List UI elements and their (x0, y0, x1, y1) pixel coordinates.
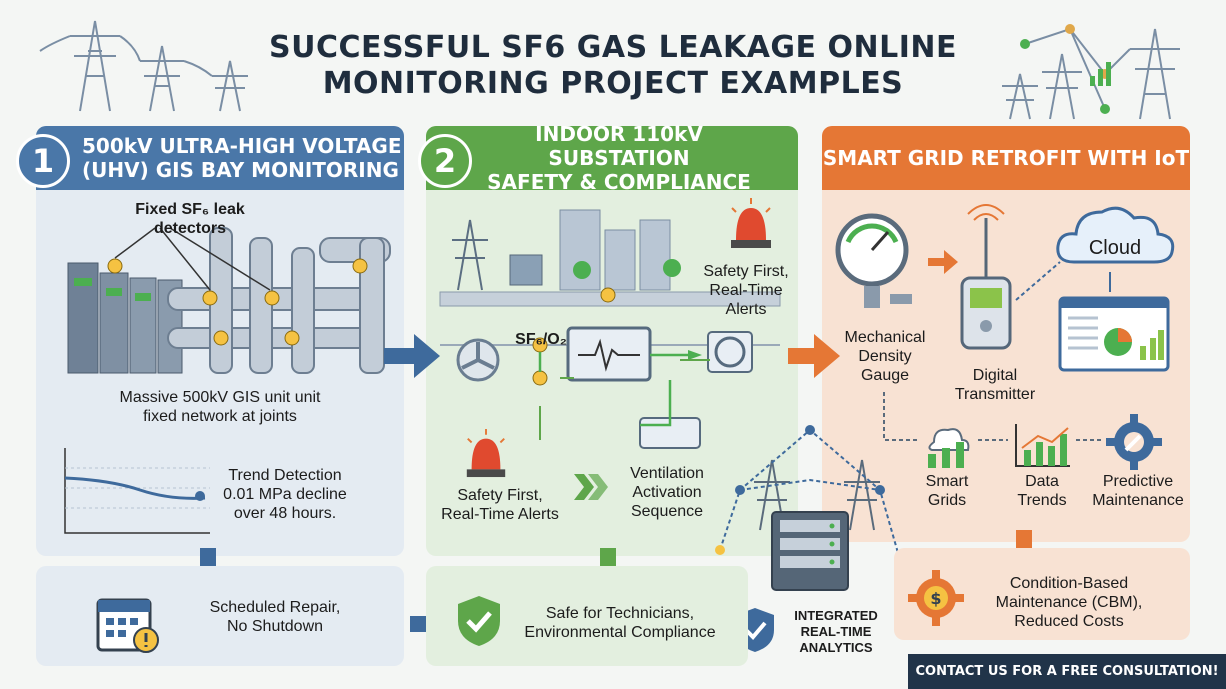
cbm-label: Condition-Based Maintenance (CBM), Reduc… (964, 574, 1174, 631)
cloud-label: Cloud (1088, 237, 1142, 259)
gis-caption: Massive 500kV GIS unit unit fixed networ… (70, 388, 370, 426)
gear-dollar-icon: $ (908, 570, 964, 626)
alert-top-line-2: Real-Time (709, 282, 783, 299)
data-trends-label: Data Trends (1002, 472, 1082, 510)
gauge-label: Mechanical Density Gauge (830, 328, 940, 385)
indoor-substation-illustration (439, 209, 781, 449)
ventilation-line-2: Activation (632, 484, 702, 501)
title-line-1: SUCCESSFUL SF6 GAS LEAKAGE ONLINE (269, 30, 957, 65)
predictive-line-1: Predictive (1102, 473, 1174, 490)
panel-2-number-badge: 2 (418, 134, 472, 188)
predictive-line-2: Maintenance (1092, 492, 1184, 509)
alert-top-line-3: Alerts (725, 301, 767, 318)
data-trends-icon (1015, 424, 1070, 467)
chevron-arrows-icon (574, 474, 608, 500)
alarm-light-top-icon (731, 198, 771, 248)
transmitter-line-1: Digital (972, 367, 1018, 384)
transmission-towers-left-icon (39, 20, 248, 112)
alarm-light-bottom-icon (466, 429, 506, 478)
page-title: SUCCESSFUL SF6 GAS LEAKAGE ONLINE MONITO… (190, 30, 1036, 102)
alert-top-line-1: Safety First, (703, 263, 789, 280)
predictive-label: Predictive Maintenance (1078, 472, 1198, 510)
data-trends-line-2: Trends (1017, 492, 1067, 509)
repair-line-2: No Shutdown (226, 618, 324, 635)
gauge-line-2: Density (858, 348, 912, 365)
density-gauge-icon (835, 213, 912, 308)
repair-label: Scheduled Repair, No Shutdown (180, 598, 370, 636)
cbm-line-3: Reduced Costs (1014, 613, 1124, 630)
safe-label: Safe for Technicians, Environmental Comp… (510, 604, 730, 642)
transmitter-line-2: Transmitter (954, 386, 1036, 403)
panel-2-header: INDOOR 110kV SUBSTATION SAFETY & COMPLIA… (426, 122, 798, 194)
panel-1-header-line-1: 500kV ULTRA-HIGH VOLTAGE (82, 134, 402, 158)
gauge-line-1: Mechanical (844, 329, 926, 346)
dashboard-screen-icon (1058, 296, 1170, 372)
panel-2-header-line-2: SAFETY & COMPLIANCE (487, 170, 751, 194)
panel-1-header: 500kV ULTRA-HIGH VOLTAGE (UHV) GIS BAY M… (36, 126, 404, 190)
safe-line-2: Environmental Compliance (524, 624, 716, 641)
cbm-line-1: Condition-Based (1009, 575, 1129, 592)
safe-line-1: Safe for Technicians, (545, 605, 695, 622)
digital-transmitter-icon (960, 204, 1012, 350)
alert-bottom-line-2: Real-Time Alerts (441, 506, 559, 523)
shield-check-icon (458, 596, 500, 646)
smart-grids-label: Smart Grids (912, 472, 982, 510)
panel-2-header-line-1: INDOOR 110kV SUBSTATION (535, 122, 703, 170)
gas-label: SF₆/O₂ (515, 331, 567, 348)
ventilation-line-1: Ventilation (630, 465, 704, 482)
repair-line-1: Scheduled Repair, (209, 599, 341, 616)
arrow-panel2-to-panel3 (788, 334, 840, 378)
svg-text:$: $ (930, 589, 941, 608)
trend-line-1: Trend Detection (228, 467, 342, 484)
arrow-panel1-to-panel2 (384, 334, 440, 378)
ventilation-label: Ventilation Activation Sequence (612, 464, 722, 521)
alert-bottom-label: Safety First, Real-Time Alerts (430, 486, 570, 524)
panel-1-number-badge: 1 (16, 134, 70, 188)
cbm-line-2: Maintenance (CBM), (995, 594, 1143, 611)
trend-line-3: over 48 hours. (233, 505, 337, 522)
trend-label: Trend Detection 0.01 MPa decline over 48… (210, 466, 360, 523)
gis-caption-line-1: Massive 500kV GIS unit unit (119, 389, 321, 406)
gis-caption-line-2: fixed network at joints (143, 408, 297, 425)
panel-3-header: SMART GRID RETROFIT WITH IoT (822, 126, 1190, 190)
gauge-line-3: Gauge (860, 367, 910, 384)
detectors-line-2: detectors (153, 220, 227, 237)
alert-top-label: Safety First, Real-Time Alerts (686, 262, 806, 319)
gis-equipment-icon (67, 227, 391, 374)
transmitter-label: Digital Transmitter (940, 366, 1050, 404)
smart-grids-line-1: Smart (925, 473, 969, 490)
iot-network-towers-icon (1002, 24, 1180, 120)
ventilation-line-3: Sequence (630, 503, 704, 520)
analytics-line-1: INTEGRATED (794, 608, 878, 623)
analytics-label: INTEGRATED REAL-TIME ANALYTICS (776, 608, 896, 656)
data-trends-line-1: Data (1025, 473, 1059, 490)
detectors-line-1: Fixed SF₆ leak (135, 201, 245, 218)
maintenance-gear-icon (1106, 414, 1162, 470)
cloud-icon (1056, 206, 1175, 264)
analytics-server-network-icon (715, 425, 905, 591)
smart-grids-line-2: Grids (927, 492, 967, 509)
calendar-warning-icon (96, 598, 159, 653)
title-line-2: MONITORING PROJECT EXAMPLES (322, 66, 904, 101)
detectors-label: Fixed SF₆ leak detectors (120, 200, 260, 238)
analytics-line-2: REAL-TIME (800, 624, 872, 639)
analytics-line-3: ANALYTICS (799, 640, 873, 655)
alert-bottom-line-1: Safety First, (457, 487, 543, 504)
trend-chart-icon (64, 448, 210, 534)
trend-line-2: 0.01 MPa decline (223, 486, 347, 503)
smart-grids-icon (928, 428, 970, 468)
panel-1-header-line-2: (UHV) GIS BAY MONITORING (82, 158, 399, 182)
contact-cta-button[interactable]: CONTACT US FOR A FREE CONSULTATION! (908, 654, 1226, 689)
